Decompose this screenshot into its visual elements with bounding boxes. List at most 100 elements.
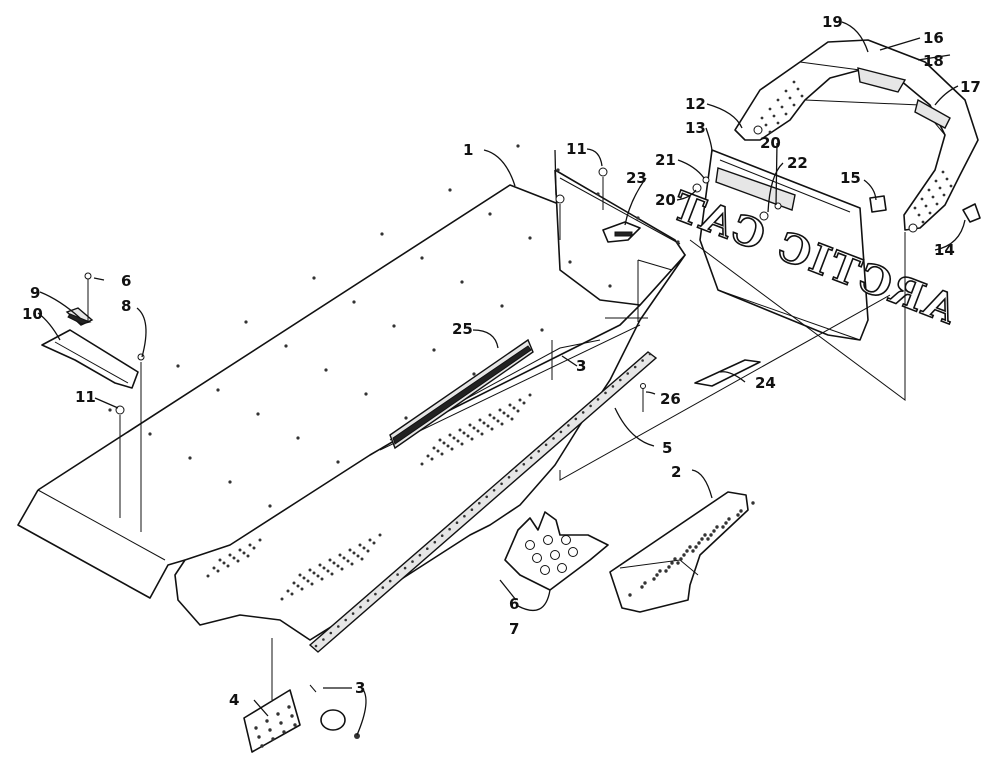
vent-hole — [302, 576, 306, 580]
rail-hole — [507, 476, 511, 479]
vent-hole — [342, 556, 346, 560]
rivet-hole — [336, 460, 340, 464]
rail-holes — [314, 352, 652, 648]
vent-hole — [212, 566, 216, 570]
rail-hole — [522, 463, 526, 466]
rivet-hole — [608, 284, 612, 288]
rail-hole — [633, 365, 637, 369]
vent-hole — [450, 447, 454, 451]
rail-hole — [581, 411, 585, 414]
vent-hole — [218, 558, 222, 562]
bumper-hole — [792, 103, 796, 107]
plate-hole — [257, 735, 261, 739]
rail-hole — [411, 560, 414, 563]
bracket-hole — [703, 533, 707, 537]
footrest-hole — [525, 540, 535, 550]
vent-hole — [478, 418, 482, 422]
vent-hole — [292, 581, 296, 585]
vent-hole — [516, 409, 520, 413]
bumper-hole — [780, 105, 784, 109]
vent-hole — [448, 433, 452, 437]
callout-4: 4 — [229, 691, 239, 709]
rivet-hole — [432, 348, 436, 352]
bracket-hole — [673, 557, 677, 561]
callout-13: 13 — [685, 119, 706, 137]
vent-hole — [482, 421, 486, 425]
vent-hole — [508, 403, 512, 407]
bumper-hole — [796, 87, 800, 91]
rivet-hole — [244, 320, 248, 324]
callout-19: 19 — [822, 13, 843, 31]
rivet-hole — [540, 328, 544, 332]
vent-hole — [470, 437, 474, 441]
rail-hole — [433, 540, 437, 544]
bumper-hole — [760, 116, 764, 120]
rail-hole — [559, 430, 563, 434]
bumper-hole — [776, 121, 780, 125]
rail-hole — [641, 359, 644, 362]
rail-hole — [388, 579, 392, 583]
bumper-bracket — [609, 491, 755, 613]
vent-hole — [430, 457, 434, 461]
connection-lines — [559, 232, 906, 481]
plate-hole — [290, 714, 294, 718]
bumper-hole — [913, 206, 917, 210]
vent-hole — [330, 572, 334, 576]
vent-hole — [518, 398, 522, 402]
bumper-hole — [764, 123, 768, 127]
vent-hole — [286, 589, 290, 593]
bumper-hole — [921, 220, 925, 224]
vent-hole — [522, 401, 526, 405]
bumper-hole — [941, 170, 945, 174]
bumper-hole — [768, 107, 772, 111]
small-plate-holes — [254, 705, 297, 748]
bracket-hole — [676, 561, 680, 565]
rail-hole — [574, 417, 578, 421]
callout-23: 23 — [626, 169, 647, 187]
rail-hole — [544, 443, 548, 447]
rail-hole — [344, 618, 348, 622]
bracket-hole — [685, 549, 689, 553]
bracket-hole — [709, 533, 713, 537]
vent-hole — [498, 408, 502, 412]
vent-hole — [460, 442, 464, 446]
rivet-hole — [404, 416, 408, 420]
footrest-hole — [543, 535, 553, 545]
vent-hole — [258, 538, 262, 542]
footrest-hole — [568, 547, 578, 557]
vent-hole — [318, 563, 322, 567]
rail-hole — [366, 599, 370, 602]
vent-hole — [242, 551, 246, 555]
bumper-hole — [927, 188, 931, 192]
bumper-hole — [938, 186, 942, 190]
rail-hole — [648, 352, 652, 356]
plate-hole — [271, 737, 275, 741]
rivet-hole — [352, 300, 356, 304]
rail-hole — [485, 495, 489, 499]
vent-hole — [290, 592, 294, 596]
rivet-hole — [312, 276, 316, 280]
bumper-hole — [924, 204, 928, 208]
vent-hole — [206, 574, 210, 578]
rivet-hole — [472, 372, 476, 376]
rivet-hole — [488, 212, 492, 216]
rivet-hole — [268, 504, 272, 508]
vent-hole — [476, 429, 480, 433]
rail-hole — [322, 638, 325, 641]
plate-hole — [268, 728, 272, 732]
callout-5: 5 — [662, 439, 672, 457]
vent-hole — [452, 436, 456, 440]
vent-hole — [320, 577, 324, 581]
bracket-hole — [640, 585, 644, 589]
rivet-hole — [460, 280, 464, 284]
vent-hole — [236, 559, 240, 563]
plate-hole — [254, 726, 258, 730]
rail-hole — [552, 437, 555, 440]
rail-hole — [537, 450, 540, 453]
rail-hole — [351, 612, 355, 615]
hardware-bits — [692, 176, 887, 221]
bumper-hole — [928, 211, 932, 215]
vent-hole — [506, 414, 510, 418]
bumper-holes — [760, 80, 953, 224]
vent-hole — [472, 426, 476, 430]
